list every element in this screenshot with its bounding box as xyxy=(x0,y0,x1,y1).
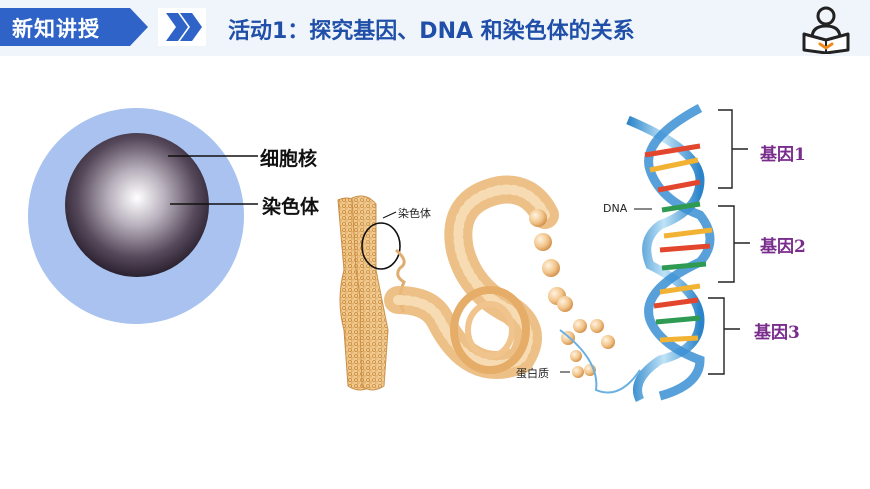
reader-book-icon xyxy=(802,6,850,54)
dna-helix xyxy=(626,104,715,403)
nucleosomes xyxy=(529,209,641,394)
dna-label: DNA xyxy=(603,202,628,215)
protein-label: 蛋白质 xyxy=(516,367,549,380)
gene-label-3: 基因3 xyxy=(754,323,800,343)
zoom-circle xyxy=(361,222,401,270)
gene-bracket-2 xyxy=(718,205,750,283)
section-tag: 新知讲授 xyxy=(0,8,150,46)
cell xyxy=(28,108,258,324)
x-chromosome xyxy=(337,195,406,391)
nucleus-label: 细胞核 xyxy=(260,148,318,170)
gene-brackets xyxy=(708,109,750,375)
gene-bracket-3 xyxy=(708,297,740,375)
section-tag-label: 新知讲授 xyxy=(12,17,100,41)
section-tag-shape xyxy=(0,8,148,46)
slide-title: 活动1：探究基因、DNA 和染色体的关系 xyxy=(228,19,635,44)
diagram-chromosome-label: 染色体 xyxy=(398,207,431,220)
chromatin-coil xyxy=(384,175,559,379)
nucleus xyxy=(65,133,209,277)
gene-label-2: 基因2 xyxy=(760,237,806,257)
cell-chromosome-label: 染色体 xyxy=(262,196,320,218)
gene-bracket-1 xyxy=(718,109,748,189)
gene-label-1: 基因1 xyxy=(760,145,806,165)
double-chevron-icon xyxy=(158,8,206,46)
